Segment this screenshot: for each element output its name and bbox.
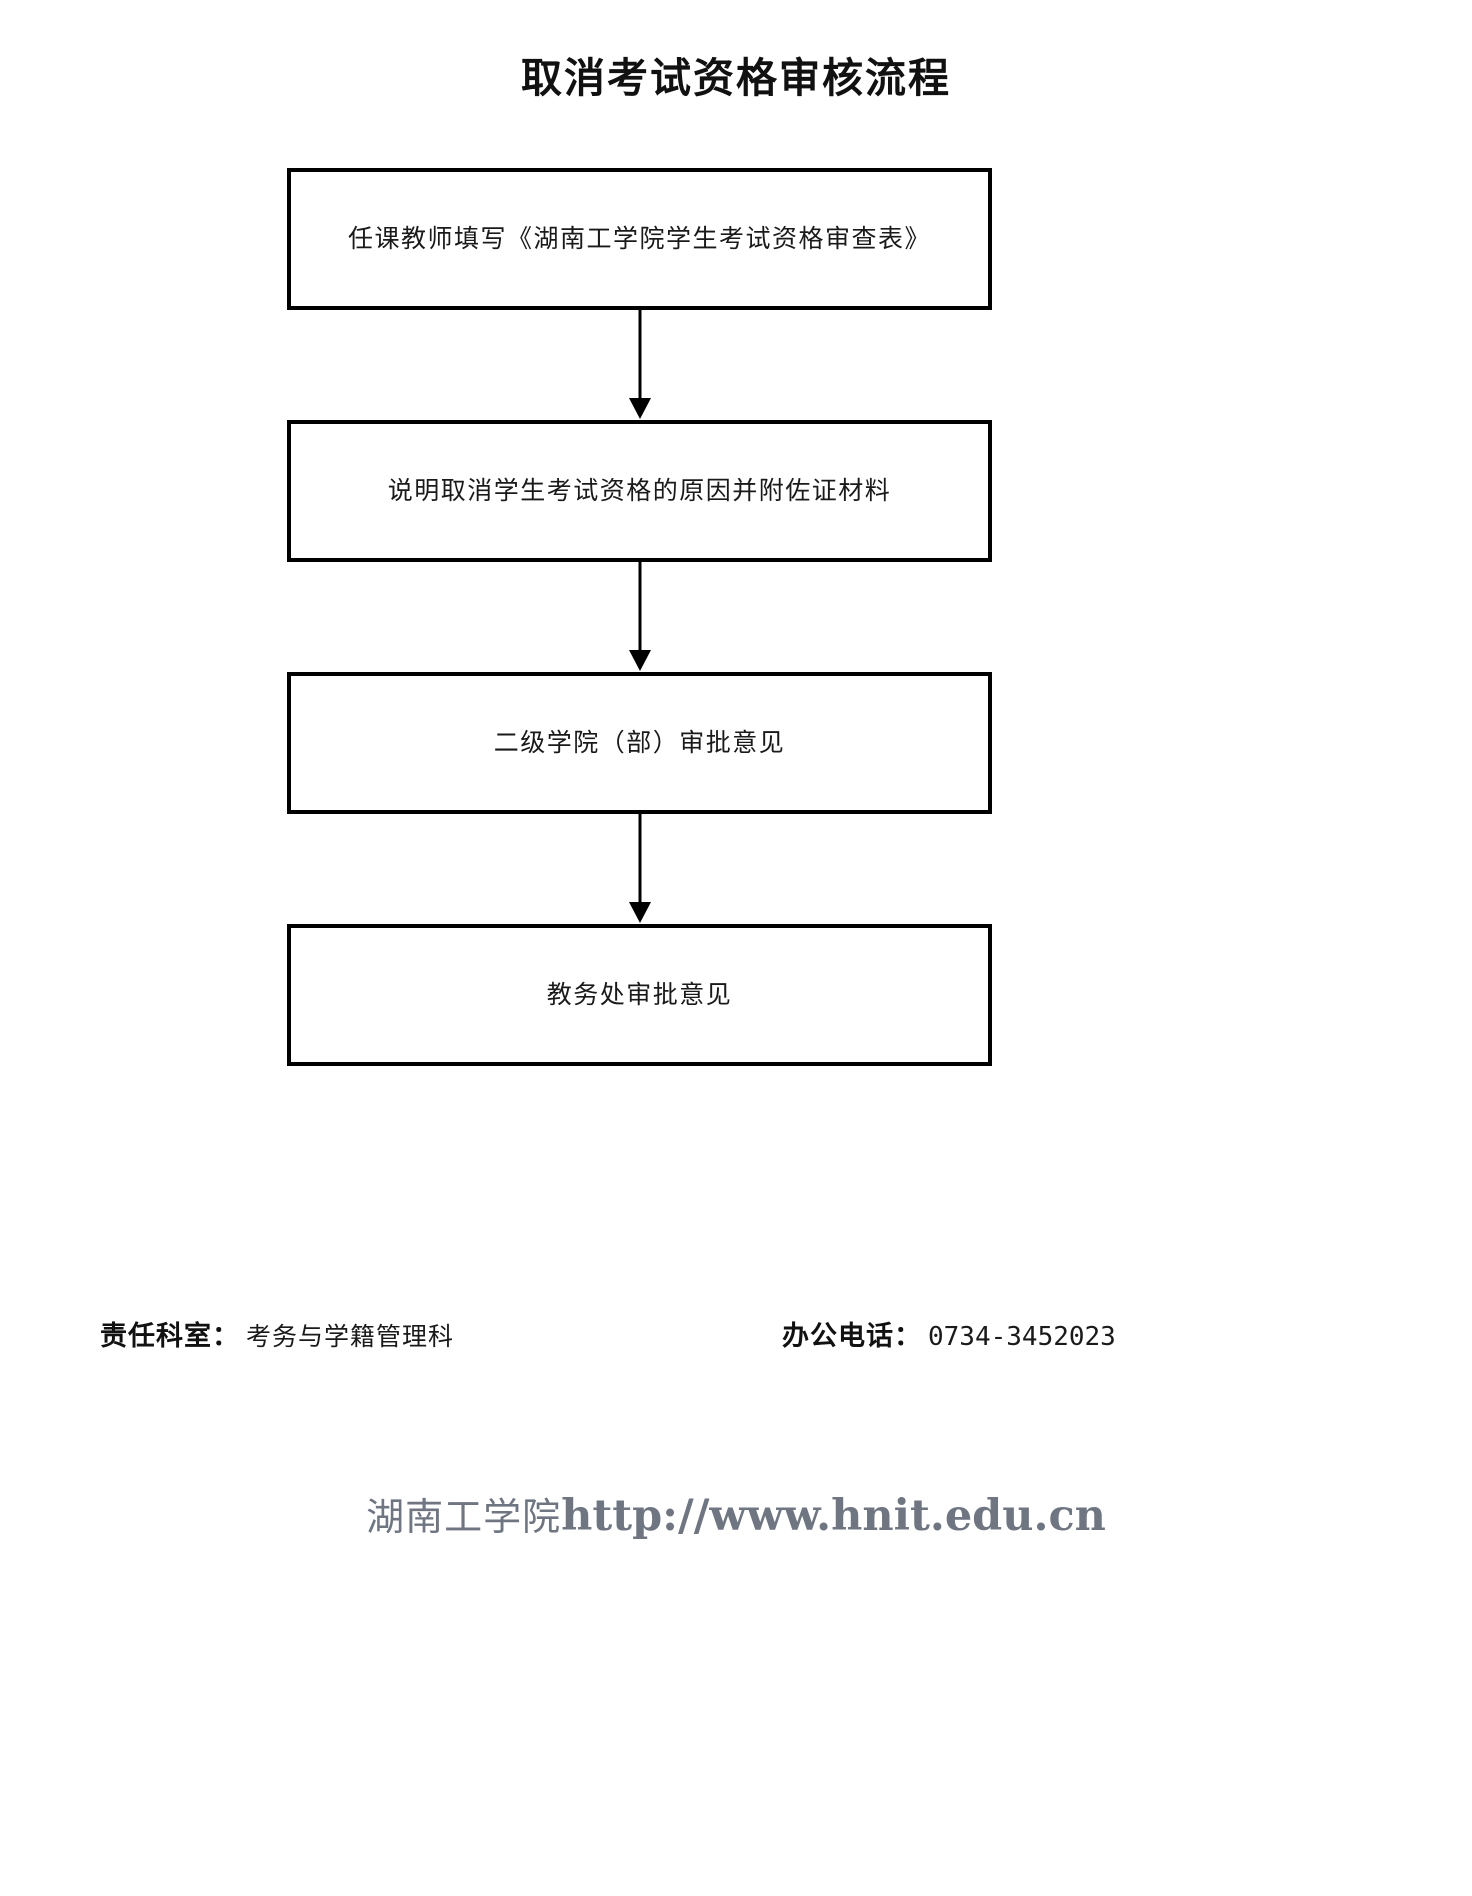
office-phone-value: 0734-3452023 (928, 1322, 1116, 1352)
flow-connector-2 (287, 562, 992, 672)
flow-connector-1 (287, 310, 992, 420)
page-title: 取消考试资格审核流程 (521, 54, 951, 102)
flow-step-1: 任课教师填写《湖南工学院学生考试资格审查表》 (287, 168, 992, 310)
arrow-line-icon (638, 814, 641, 906)
arrow-line-icon (638, 310, 641, 402)
arrow-down-icon (628, 398, 651, 419)
flow-step-1-label: 任课教师填写《湖南工学院学生考试资格审查表》 (347, 223, 931, 253)
responsible-department: 责任科室： 考务与学籍管理科 (100, 1314, 454, 1353)
flowchart: 任课教师填写《湖南工学院学生考试资格审查表》 说明取消学生考试资格的原因并附佐证… (287, 168, 992, 1066)
flow-step-3: 二级学院（部）审批意见 (287, 672, 992, 814)
responsible-department-label: 责任科室： (100, 1321, 240, 1352)
arrow-down-icon (628, 902, 651, 923)
arrow-down-icon (628, 650, 651, 671)
site-watermark: 湖南工学院http://www.hnit.edu.cn (0, 1486, 1472, 1541)
office-phone: 办公电话： 0734-3452023 (782, 1314, 1116, 1353)
footer-info: 责任科室： 考务与学籍管理科 办公电话： 0734-3452023 (0, 1314, 1472, 1360)
watermark-url: http://www.hnit.edu.cn (561, 1491, 1106, 1541)
office-phone-label: 办公电话： (782, 1321, 922, 1352)
flow-step-4: 教务处审批意见 (287, 924, 992, 1066)
arrow-line-icon (638, 562, 641, 654)
flow-step-2-label: 说明取消学生考试资格的原因并附佐证材料 (387, 475, 892, 505)
flow-step-4-label: 教务处审批意见 (546, 979, 733, 1009)
flow-step-3-label: 二级学院（部）审批意见 (493, 727, 786, 757)
responsible-department-value: 考务与学籍管理科 (246, 1322, 455, 1351)
watermark-org: 湖南工学院 (366, 1495, 562, 1539)
flow-connector-3 (287, 814, 992, 924)
flow-step-2: 说明取消学生考试资格的原因并附佐证材料 (287, 420, 992, 562)
